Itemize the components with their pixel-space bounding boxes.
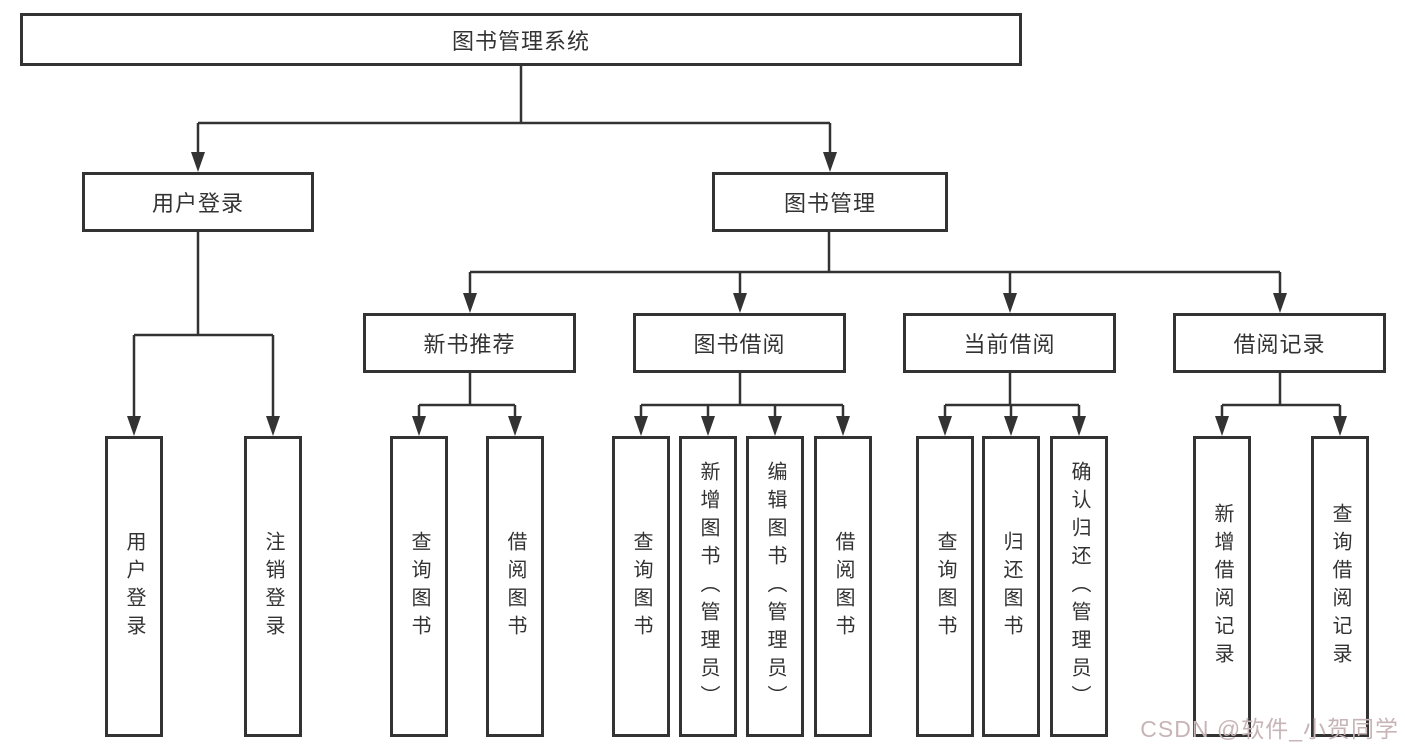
arrowhead-icon [701, 416, 715, 436]
arrowhead-icon [1333, 416, 1347, 436]
arrowhead-icon [836, 416, 850, 436]
arrowhead-icon [634, 416, 648, 436]
leaf-borrow-books-2: 借阅图书 [814, 436, 872, 737]
leaf-edit-books-admin-label: 编辑图书（管理员） [764, 460, 786, 713]
connector-book-management-to-level3 [468, 232, 1282, 297]
arrowhead-icon [1215, 416, 1229, 436]
arrowhead-icon [1273, 293, 1287, 313]
leaf-borrow-books-1-label: 借阅图书 [504, 530, 526, 643]
arrowhead-icon [127, 416, 141, 436]
arrowhead-icon [191, 152, 205, 172]
arrowhead-icon [768, 416, 782, 436]
leaf-confirm-return-admin: 确认归还（管理员） [1050, 436, 1108, 737]
node-borrow-records-label: 借阅记录 [1233, 332, 1326, 357]
node-book-borrow: 图书借阅 [633, 313, 846, 373]
node-new-book-recommend-label: 新书推荐 [423, 332, 516, 357]
leaf-add-borrow-record-label: 新增借阅记录 [1211, 502, 1233, 671]
arrowhead-icon [412, 416, 426, 436]
leaf-logout-label: 注销登录 [262, 530, 284, 643]
watermark: CSDN @软件_小贺同学 [1140, 716, 1399, 742]
leaf-logout: 注销登录 [244, 436, 302, 737]
node-new-book-recommend: 新书推荐 [363, 313, 576, 373]
node-current-borrow-label: 当前借阅 [963, 332, 1056, 357]
leaf-query-books-2: 查询图书 [612, 436, 670, 737]
connector-user-login-to-leaves [132, 232, 275, 420]
node-current-borrow: 当前借阅 [903, 313, 1116, 373]
arrowhead-icon [733, 293, 747, 313]
node-book-management: 图书管理 [712, 172, 948, 232]
leaf-return-books-label: 归还图书 [1000, 530, 1022, 643]
arrowheads [127, 152, 1347, 436]
leaf-add-books-admin-label: 新增图书（管理员） [697, 460, 719, 713]
leaf-return-books: 归还图书 [982, 436, 1040, 737]
leaf-query-books-1-label: 查询图书 [408, 530, 430, 643]
node-book-borrow-label: 图书借阅 [693, 332, 786, 357]
node-user-login-label: 用户登录 [151, 191, 244, 216]
node-root: 图书管理系统 [20, 13, 1022, 66]
node-book-management-label: 图书管理 [783, 191, 876, 216]
leaf-query-borrow-record: 查询借阅记录 [1311, 436, 1369, 737]
arrowhead-icon [823, 152, 837, 172]
leaf-user-login-label: 用户登录 [123, 530, 145, 643]
arrowhead-icon [266, 416, 280, 436]
connector-current-borrow-to-leaves [943, 373, 1081, 420]
leaf-confirm-return-admin-label: 确认归还（管理员） [1068, 460, 1090, 713]
leaf-query-borrow-record-label: 查询借阅记录 [1329, 502, 1351, 671]
leaf-add-borrow-record: 新增借阅记录 [1193, 436, 1251, 737]
node-root-label: 图书管理系统 [451, 28, 590, 54]
arrowhead-icon [1072, 416, 1086, 436]
leaf-edit-books-admin: 编辑图书（管理员） [746, 436, 804, 737]
connector-new-book-to-leaves [417, 373, 517, 420]
leaf-borrow-books-2-label: 借阅图书 [832, 530, 854, 643]
node-user-login: 用户登录 [82, 172, 314, 232]
leaf-query-books-3-label: 查询图书 [934, 530, 956, 643]
leaf-add-books-admin: 新增图书（管理员） [679, 436, 737, 737]
node-borrow-records: 借阅记录 [1173, 313, 1386, 373]
arrowhead-icon [938, 416, 952, 436]
connector-book-borrow-to-leaves [639, 373, 845, 420]
leaf-user-login: 用户登录 [105, 436, 163, 737]
leaf-query-books-2-label: 查询图书 [630, 530, 652, 643]
leaf-query-books-1: 查询图书 [390, 436, 448, 737]
connector-borrow-records-to-leaves [1220, 373, 1342, 420]
arrowhead-icon [1003, 293, 1017, 313]
leaf-query-books-3: 查询图书 [916, 436, 974, 737]
arrowhead-icon [463, 293, 477, 313]
arrowhead-icon [1004, 416, 1018, 436]
leaf-borrow-books-1: 借阅图书 [486, 436, 544, 737]
arrowhead-icon [508, 416, 522, 436]
connector-root-to-level2 [196, 65, 832, 156]
